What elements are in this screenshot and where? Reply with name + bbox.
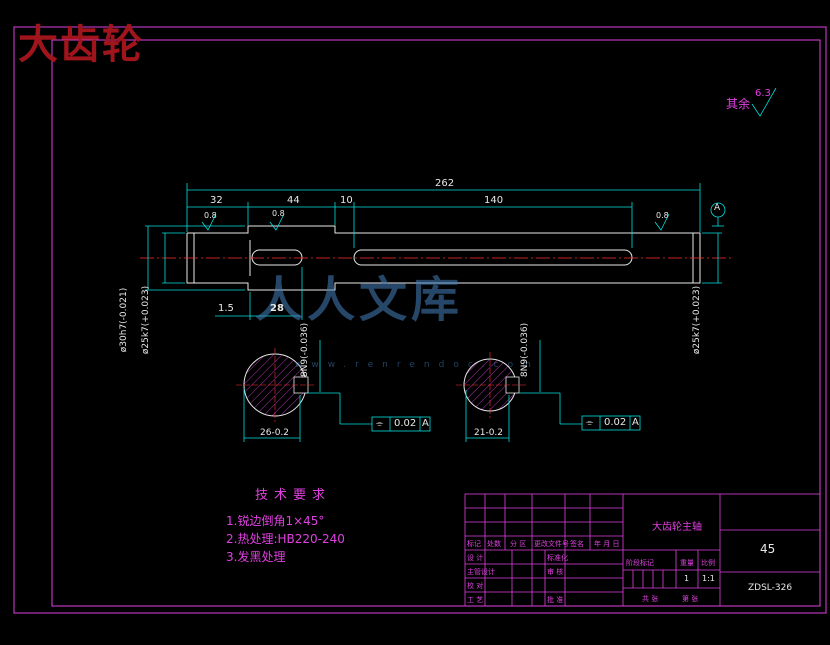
rough-2: 0.8 — [272, 209, 285, 218]
roughness-label: 其余 — [726, 97, 751, 111]
tech-item-3: 3.发黑处理 — [226, 550, 286, 564]
dim-chamfer: 1.5 — [218, 303, 234, 314]
tol1-symbol: ⌯ — [376, 419, 384, 429]
tech-item-2: 2.热处理:HB220-240 — [226, 532, 345, 546]
tb-row-2: 阶段标记 — [626, 559, 654, 567]
tech-title: 技术要求 — [255, 488, 332, 503]
tol2-symbol: ⌯ — [586, 418, 594, 428]
outer-frame — [13, 26, 827, 614]
tol1-datum: A — [422, 418, 429, 429]
rough-1: 0.8 — [204, 211, 217, 220]
dim-key1: 28 — [270, 303, 284, 314]
tb-row-1: 标准化 — [547, 554, 568, 562]
tb-role-3: 工 艺 — [467, 596, 484, 604]
tb-header-1: 处数 — [487, 540, 501, 548]
key1-depth: 26-0.2 — [260, 428, 290, 438]
dim-dia-right: ø25k7(+0.023) — [692, 285, 703, 355]
inner-frame — [51, 39, 821, 607]
tb-role-2: 校 对 — [467, 582, 484, 590]
tb-header-5: 年 月 日 — [594, 540, 620, 548]
section-2 — [456, 340, 641, 442]
tb-header-4: 签名 — [570, 540, 584, 548]
dim-seg2: 44 — [287, 195, 300, 206]
tb-role-0: 主管设计 — [467, 568, 495, 576]
tb-header-3: 更改文件号 — [534, 540, 569, 548]
tb-row-0: 设 计 — [467, 554, 484, 562]
tb-row-4: 比例 — [701, 559, 715, 567]
tb-role-4: 批 准 — [547, 596, 564, 604]
drawing-no: ZDSL-326 — [748, 583, 793, 593]
tb-role-5: 共 张 — [642, 595, 659, 603]
dim-seg1: 32 — [210, 195, 223, 206]
tol1-value: 0.02 — [394, 418, 417, 429]
keyway-1 — [251, 249, 303, 266]
part-name: 大齿轮主轴 — [652, 522, 702, 533]
tb-row-3: 重量 — [680, 559, 694, 567]
qty: 1 — [684, 574, 690, 583]
dim-dia-left-2: ø25k7(+0.023) — [141, 285, 152, 355]
tb-header-2: 分 区 — [510, 540, 527, 548]
dim-dia-left-1: ø30h7(-0.021) — [119, 287, 130, 353]
dim-seg4: 140 — [484, 195, 504, 206]
key2-depth: 21-0.2 — [474, 428, 504, 438]
tol2-value: 0.02 — [604, 417, 627, 428]
section-1 — [236, 340, 431, 442]
dimension-lines — [145, 87, 777, 320]
tb-role-1: 审 核 — [547, 568, 564, 576]
tb-role-6: 第 张 — [682, 595, 699, 603]
rough-3: 0.8 — [656, 211, 669, 220]
tb-header-0: 标记 — [467, 540, 481, 548]
key1-width: 8N9(-0.036) — [300, 322, 311, 378]
tech-item-1: 1.锐边倒角1×45° — [226, 514, 325, 528]
datum-a: A — [714, 203, 721, 213]
key2-width: 8N9(-0.036) — [520, 322, 531, 378]
keyway-2 — [353, 249, 633, 266]
material: 45 — [760, 542, 776, 556]
roughness-value: 6.3 — [755, 88, 771, 99]
dim-seg3: 10 — [340, 195, 353, 206]
part-stamp: 大齿轮 — [18, 21, 144, 68]
tol2-datum: A — [632, 417, 639, 428]
scale: 1:1 — [702, 574, 715, 583]
title-block — [464, 493, 821, 607]
dim-overall: 262 — [435, 178, 455, 189]
